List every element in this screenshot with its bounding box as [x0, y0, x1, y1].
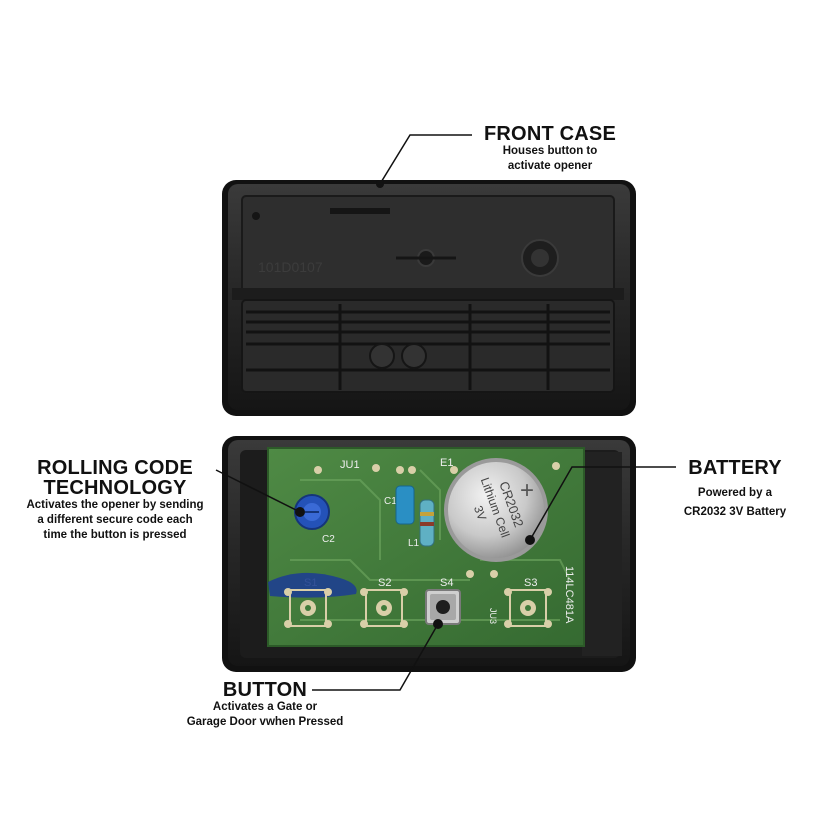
callout-battery: BATTERY Powered by a CR2032 3V Battery: [660, 458, 810, 520]
callout-battery-title: BATTERY: [688, 457, 782, 479]
rolling-code-chip: [294, 494, 330, 530]
label-ju1: JU1: [340, 459, 360, 471]
label-c2: C2: [322, 534, 335, 545]
switch-pad-s2: [360, 588, 408, 628]
battery-voltage-text: 3V: [471, 504, 489, 523]
label-s3: S3: [524, 577, 537, 589]
coin-cell-battery: CR2032 Lithium Cell 3V +: [444, 458, 548, 562]
label-ju3: JU3: [488, 608, 498, 624]
callout-button: BUTTON Activates a Gate or Garage Door v…: [150, 680, 380, 730]
callout-rolling-code-title-2: TECHNOLOGY: [43, 477, 187, 499]
callout-rolling-code-line-3: time the button is pressed: [43, 529, 187, 541]
callout-button-title: BUTTON: [222, 679, 308, 701]
label-c1: C1: [384, 496, 397, 507]
tactile-button-s4: [425, 589, 461, 625]
leader-lines: [215, 134, 676, 691]
circuit-board: JU1 E1 C1 C2 L1 S1 S2 S4 S3 JU3 114LC481…: [267, 447, 585, 647]
switch-pad-s3: [504, 588, 552, 628]
case-ribs: [246, 304, 610, 390]
case-part-number: 101D0107: [258, 259, 323, 275]
leader-battery: [529, 466, 676, 541]
callout-front-case-line-1: Houses button to: [502, 145, 598, 157]
switch-pad-s1: [284, 588, 332, 628]
callout-button-line-1: Activates a Gate or: [212, 701, 318, 713]
callout-rolling-code: ROLLING CODE TECHNOLOGY Activates the op…: [10, 458, 220, 543]
callout-battery-line-1: Powered by a: [697, 487, 773, 499]
callout-rolling-code-line-2: a different secure code each: [37, 514, 193, 526]
callout-front-case-title: FRONT CASE: [484, 123, 616, 145]
callout-battery-line-2: CR2032 3V Battery: [683, 506, 787, 518]
label-l1: L1: [408, 538, 420, 549]
label-board-id: 114LC481A: [563, 566, 575, 624]
capacitor-c1: [395, 485, 415, 525]
battery-plus-sign: +: [520, 477, 534, 504]
leader-button: [312, 623, 439, 691]
front-case: 101D0107: [222, 180, 636, 416]
callout-front-case: FRONT CASE Houses button to activate ope…: [460, 124, 640, 174]
leader-rolling-code: [215, 469, 301, 513]
label-e1: E1: [440, 457, 453, 469]
callout-rolling-code-title-1: ROLLING CODE: [37, 457, 193, 479]
callout-front-case-line-2: activate opener: [507, 160, 593, 172]
callout-rolling-code-line-1: Activates the opener by sending: [26, 499, 204, 511]
leader-front-case: [379, 134, 472, 185]
label-s4: S4: [440, 577, 453, 589]
callout-button-line-2: Garage Door vwhen Pressed: [186, 716, 344, 728]
label-s2: S2: [378, 577, 391, 589]
